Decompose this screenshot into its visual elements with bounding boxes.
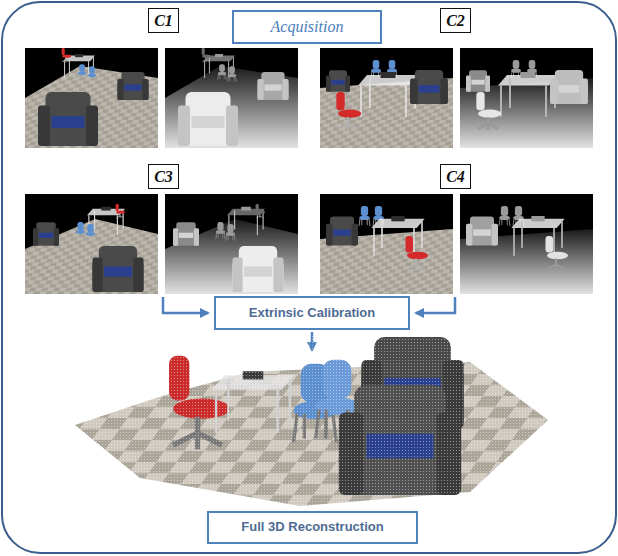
illustration-rect <box>460 194 593 294</box>
box-label: Acquisition <box>271 18 344 36</box>
illustration-rect <box>70 335 552 510</box>
rgb-image <box>320 194 453 294</box>
illustration-use <box>78 64 87 80</box>
illustration-use <box>466 217 498 246</box>
illustration-rect <box>460 48 593 148</box>
illustration-polygon <box>25 219 158 294</box>
point-cloud-reconstruction <box>70 335 552 510</box>
illustration-use <box>116 204 125 218</box>
illustration-use <box>466 70 490 92</box>
illustration-use <box>38 92 98 146</box>
illustration-use <box>410 70 448 104</box>
illustration-rect <box>25 194 158 294</box>
illustration-use <box>117 72 148 100</box>
illustration-use <box>326 217 358 246</box>
illustration-use <box>511 216 564 256</box>
illustration-use <box>86 224 95 241</box>
camera-label: C4 <box>440 164 471 189</box>
depth-image <box>460 194 593 294</box>
illustration-use <box>226 224 235 241</box>
arrow <box>416 297 455 313</box>
illustration-use <box>33 222 59 245</box>
illustration-use <box>358 72 418 117</box>
illustration-use <box>499 206 510 226</box>
illustration-use <box>546 236 569 271</box>
illustration-use <box>228 66 237 82</box>
illustration-use <box>216 222 225 239</box>
illustration-rect <box>165 48 298 148</box>
illustration-use <box>92 246 143 292</box>
rgb-image <box>25 48 158 148</box>
illustration-use <box>336 92 361 130</box>
illustration-use <box>202 48 211 62</box>
illustration-use <box>257 72 288 100</box>
camera-id: C2 <box>446 12 465 30</box>
depth-image <box>165 194 298 294</box>
illustration-rect <box>165 194 298 294</box>
camera-id: C1 <box>154 12 173 30</box>
illustration-use <box>406 236 429 271</box>
illustration-polygon <box>25 66 158 148</box>
arrow <box>163 297 208 313</box>
illustration-use <box>62 48 71 62</box>
illustration-use <box>476 92 501 130</box>
box-label: Full 3D Reconstruction <box>241 520 383 534</box>
camera-label: C3 <box>148 164 179 189</box>
illustration-use <box>498 72 558 117</box>
depth-image <box>460 48 593 148</box>
rgb-image <box>25 194 158 294</box>
illustration-use <box>359 206 370 226</box>
illustration-use <box>371 216 424 256</box>
process-box: Extrinsic Calibration <box>214 296 410 330</box>
illustration-use <box>76 222 85 239</box>
illustration-use <box>326 70 350 92</box>
illustration-rect <box>320 48 453 148</box>
illustration-polygon <box>165 66 298 148</box>
camera-id: C4 <box>446 168 465 186</box>
stage-box: Acquisition <box>232 10 382 44</box>
camera-id: C3 <box>154 168 173 186</box>
illustration-use <box>218 64 227 80</box>
camera-label: C2 <box>440 8 471 33</box>
process-box: Full 3D Reconstruction <box>207 511 418 544</box>
illustration-use <box>178 92 238 146</box>
box-label: Extrinsic Calibration <box>249 306 375 320</box>
camera-label: C1 <box>148 8 179 33</box>
illustration-rect <box>320 194 453 294</box>
rgb-image <box>320 48 453 148</box>
depth-image <box>165 48 298 148</box>
illustration-use <box>550 70 588 104</box>
illustration-use <box>173 222 199 245</box>
illustration-use <box>88 66 97 82</box>
illustration-use <box>232 246 283 292</box>
illustration-polygon <box>165 219 298 294</box>
illustration-rect <box>25 48 158 148</box>
illustration-use <box>256 204 265 218</box>
